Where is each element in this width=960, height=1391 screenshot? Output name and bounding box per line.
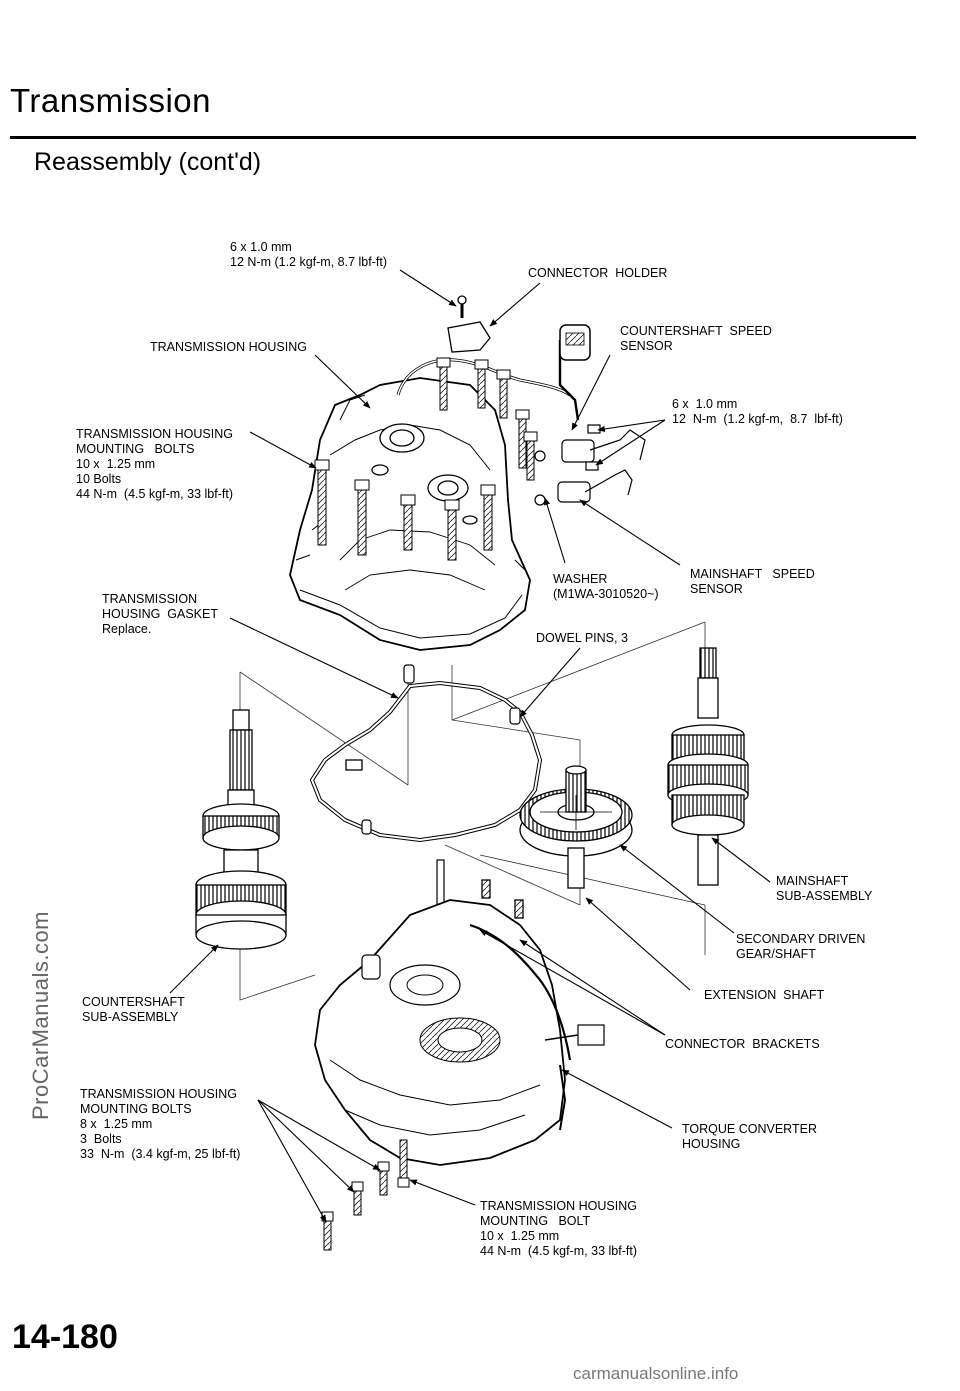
- label-sensor-bolt-spec: 6 x 1.0 mm 12 N-m (1.2 kgf-m, 8.7 lbf-ft…: [672, 397, 843, 426]
- mainshaft-assembly: [667, 647, 749, 886]
- side-watermark: ProCarManuals.com: [28, 910, 53, 1120]
- speed-sensors: [534, 424, 646, 506]
- label-housing-mounting-bolts-upper: TRANSMISSION HOUSING MOUNTING BOLTS 10 x…: [76, 427, 233, 501]
- page-title: Transmission: [10, 82, 211, 119]
- transmission-housing-body: [289, 295, 591, 651]
- label-extension-shaft: EXTENSION SHAFT: [704, 988, 825, 1002]
- housing-bolts-lower: [321, 1139, 410, 1251]
- countershaft-assembly: [195, 709, 287, 950]
- page-number: 14-180: [12, 1318, 118, 1356]
- label-secondary-driven-gear: SECONDARY DRIVEN GEAR/SHAFT: [736, 932, 866, 961]
- torque-converter-housing: [314, 879, 605, 1166]
- label-torque-converter-housing: TORQUE CONVERTER HOUSING: [682, 1122, 817, 1151]
- footer-watermark: carmanualsonline.info: [573, 1364, 739, 1383]
- label-connector-holder: CONNECTOR HOLDER: [528, 266, 668, 280]
- title-rule: [10, 136, 916, 139]
- housing-bolts-upper: [314, 357, 538, 561]
- secondary-driven-gear: [519, 765, 633, 889]
- label-housing-gasket: TRANSMISSION HOUSING GASKET Replace.: [102, 592, 218, 636]
- label-housing-mounting-bolt-single: TRANSMISSION HOUSING MOUNTING BOLT 10 x …: [480, 1199, 637, 1258]
- label-countershaft-speed-sensor: COUNTERSHAFT SPEED SENSOR: [620, 324, 772, 353]
- label-countershaft-sub-assembly: COUNTERSHAFT SUB-ASSEMBLY: [82, 995, 185, 1024]
- label-washer: WASHER (M1WA-3010520~): [553, 572, 659, 601]
- dowel-pins: [361, 664, 521, 835]
- label-connector-brackets: CONNECTOR BRACKETS: [665, 1037, 820, 1051]
- label-mainshaft-sub-assembly: MAINSHAFT SUB-ASSEMBLY: [776, 874, 873, 903]
- label-dowel-pins: DOWEL PINS, 3: [536, 631, 628, 645]
- section-subtitle: Reassembly (cont'd): [34, 148, 262, 176]
- label-transmission-housing: TRANSMISSION HOUSING: [150, 340, 307, 354]
- leader-lines: [169, 269, 771, 1223]
- label-top-bolt-spec: 6 x 1.0 mm 12 N-m (1.2 kgf-m, 8.7 lbf-ft…: [230, 240, 387, 269]
- label-housing-mounting-bolts-lower: TRANSMISSION HOUSING MOUNTING BOLTS 8 x …: [80, 1087, 241, 1161]
- transmission-housing-gasket: [309, 680, 543, 843]
- label-mainshaft-speed-sensor: MAINSHAFT SPEED SENSOR: [690, 567, 815, 596]
